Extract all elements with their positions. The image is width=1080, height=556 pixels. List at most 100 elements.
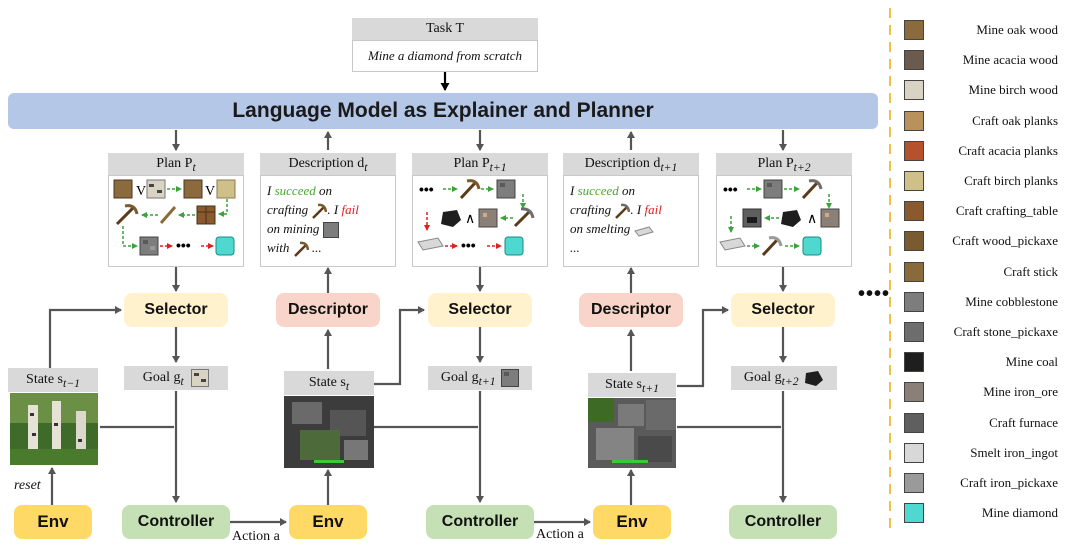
legend-label: Craft crafting_table [955,203,1058,218]
legend-item: Mine cobblestone [900,289,1070,315]
birch-log-icon [904,80,924,100]
state-tm1-subscript: t−1 [63,376,80,390]
selector-t1: Selector [428,293,532,327]
iron-pickaxe-icon [904,473,924,493]
iron-pickaxe-icon [761,236,783,257]
iron-ore-icon [478,208,498,228]
arrow-state-t1-to-selector-t2 [677,306,729,388]
goal-t2: Goal gt+2 [731,366,837,390]
iron-ingot-icon [417,237,444,251]
legend-label: Craft furnace [989,415,1058,430]
diamond-icon [504,236,524,256]
iron-ore-icon [820,208,840,228]
goal-t: Goal gt [124,366,228,390]
legend-label: Mine diamond [981,505,1058,520]
cobblestone-icon [496,179,516,199]
arrow-state-t-to-selector-t1 [374,306,425,386]
legend-label: Craft wood_pickaxe [952,233,1058,248]
description-t-subscript: t [364,160,368,174]
svg-text:V: V [136,184,146,199]
state-t-subscript: t [345,379,350,393]
coal-icon [805,370,824,386]
stone-pickaxe-icon [615,203,631,219]
crafting-table-icon [904,201,924,221]
legend-label: Craft oak planks [972,113,1058,128]
legend-label: Craft iron_pickaxe [960,475,1058,490]
stone-pickaxe-icon [801,179,823,200]
birch-planks-icon [904,171,924,191]
legend-item: Smelt iron_ingot [900,440,1070,466]
description-t1-box: I succeed on crafting . I fail on smelti… [563,175,699,267]
action-label-1: Action a [232,529,280,544]
legend-item: Mine coal [900,349,1070,375]
acacia-planks-icon [904,141,924,161]
state-t1-header: State st+1 [588,373,676,397]
stick-icon [159,206,177,224]
svg-text:V: V [205,184,215,199]
cobblestone-icon [139,236,159,256]
furnace-icon [742,208,762,228]
controller-t: Controller [122,505,230,539]
legend-label: Mine acacia wood [962,52,1058,67]
cobblestone-icon [904,292,924,312]
description-t1-subscript: t+1 [660,160,678,174]
crafting-table-icon [196,205,216,225]
continuation-ellipsis: •••• [858,283,891,305]
selector-t: Selector [124,293,228,327]
iron-ore-icon [904,382,924,402]
description-t-header: Description dt [260,153,396,179]
svg-text:∧: ∧ [465,212,475,227]
state-t1-screenshot [588,398,676,468]
diamond-icon [904,503,924,523]
legend-item: Mine diamond [900,500,1070,526]
legend-label: Craft acacia planks [958,143,1058,158]
plan-t-label: Plan P [156,156,193,171]
plan-t1-box: ••• ∧ ••• [412,175,548,267]
legend-label: Mine oak wood [976,22,1058,37]
legend-item: Craft acacia planks [900,138,1070,164]
description-t1-header: Description dt+1 [563,153,699,179]
coal-icon [904,352,924,372]
birch-log-icon [146,179,166,199]
task-text: Mine a diamond from scratch [367,48,523,63]
stone-pickaxe-icon [904,322,924,342]
legend-label: Smelt iron_ingot [970,445,1058,460]
coal-icon [441,210,461,227]
goal-t1-subscript: t+1 [478,374,496,388]
state-t-screenshot [284,396,374,468]
plan-t2-header: Plan Pt+2 [716,153,852,179]
plan-t1-header: Plan Pt+1 [412,153,548,179]
legend-label: Mine cobblestone [965,294,1058,309]
goal-t2-label: Goal g [743,370,782,385]
coal-icon [781,210,801,227]
task-header: Task T [352,18,538,40]
svg-text:∧: ∧ [807,212,817,227]
description-t-box: I succeed on crafting . I fail on mining… [260,175,396,267]
descriptor-t: Descriptor [276,293,380,327]
plan-t-subscript: t [192,160,196,174]
descriptor-t1: Descriptor [579,293,683,327]
goal-t1-label: Goal g [440,370,479,385]
plan-t2-subscript: t+2 [793,160,811,174]
wood-pickaxe-icon [115,204,139,226]
controller-t2: Controller [729,505,837,539]
cobblestone-icon [763,179,783,199]
legend-label: Craft stone_pickaxe [953,324,1058,339]
goal-t-label: Goal g [142,370,181,385]
description-t-text: I succeed on crafting . I fail on mining… [267,181,393,257]
language-model-bar: Language Model as Explainer and Planner [8,93,878,129]
legend-label: Craft stick [1003,264,1058,279]
svg-text:•••: ••• [723,181,738,197]
legend-item: Craft furnace [900,410,1070,436]
oak-planks-icon [904,111,924,131]
iron-ingot-icon [633,226,654,237]
description-t-label: Description d [288,156,365,171]
birch-planks-icon [216,179,236,199]
plan-t-box: V V ••• [108,175,244,267]
diamond-icon [802,236,822,256]
legend-item: Craft iron_pickaxe [900,470,1070,496]
oak-log-icon [904,20,924,40]
stone-pickaxe-icon [513,207,535,228]
iron-ingot-icon [904,443,924,463]
oak-log-icon [183,179,203,199]
